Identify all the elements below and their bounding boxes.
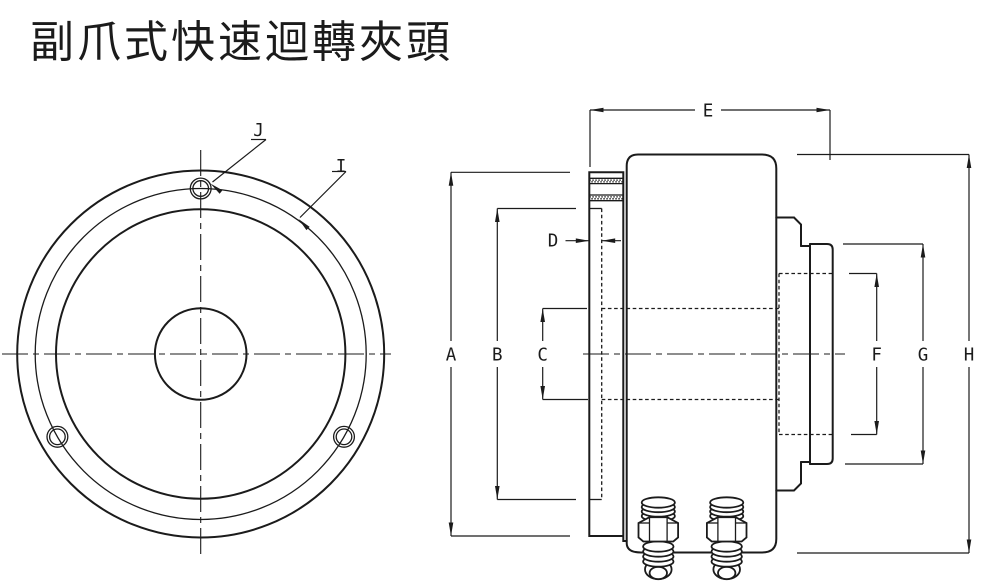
dimension-g: G <box>843 243 929 465</box>
bolt-tip <box>717 565 737 581</box>
front-label-i: I <box>336 157 347 177</box>
dim-label-g: G <box>918 346 929 366</box>
front-flange-outline <box>588 171 628 542</box>
center-bore-circle <box>153 307 248 401</box>
leader-j-arrowhead <box>210 183 223 194</box>
clamp-bolt-left <box>637 496 679 581</box>
dimension-f: F <box>849 272 882 436</box>
clamp-bolt-right <box>706 496 748 581</box>
bolt-hex-nut <box>706 516 748 543</box>
flange-groove-band-upper <box>589 177 624 185</box>
leader-i-arrowhead <box>298 219 310 231</box>
dim-label-b: B <box>492 346 503 366</box>
leader-i <box>298 170 347 231</box>
front-label-j: J <box>253 121 264 141</box>
hole-lower-right <box>332 425 356 448</box>
dim-label-c: C <box>537 346 548 366</box>
dim-label-d: D <box>548 232 559 252</box>
rear-spigot <box>809 243 834 465</box>
recess-circle <box>55 208 347 500</box>
flange-groove-band-lower <box>589 194 624 202</box>
bolt-tip <box>648 565 668 581</box>
hole-lower-left <box>46 425 69 448</box>
dim-label-a: A <box>446 346 457 366</box>
leader-j <box>210 138 267 194</box>
outer-rim-circle <box>16 169 386 539</box>
bolt-circle <box>34 187 367 521</box>
dimension-c: C <box>537 307 588 401</box>
page-title: 副爪式快速迴轉夾頭 <box>30 17 453 68</box>
front-view: J I <box>2 121 391 554</box>
hole-top <box>189 177 212 200</box>
side-view: A B C <box>446 102 975 581</box>
dim-label-e: E <box>703 102 714 122</box>
dimension-e: E <box>589 102 831 167</box>
dimension-h: H <box>797 153 975 554</box>
main-body-outline <box>625 153 778 554</box>
rear-step-section <box>775 216 811 492</box>
dimension-a: A <box>446 171 570 537</box>
dimension-d: D <box>548 232 621 252</box>
dim-label-h: H <box>964 346 975 366</box>
dim-label-f: F <box>871 346 882 366</box>
bolt-hex-nut <box>637 516 679 543</box>
dimension-b: B <box>492 207 576 501</box>
